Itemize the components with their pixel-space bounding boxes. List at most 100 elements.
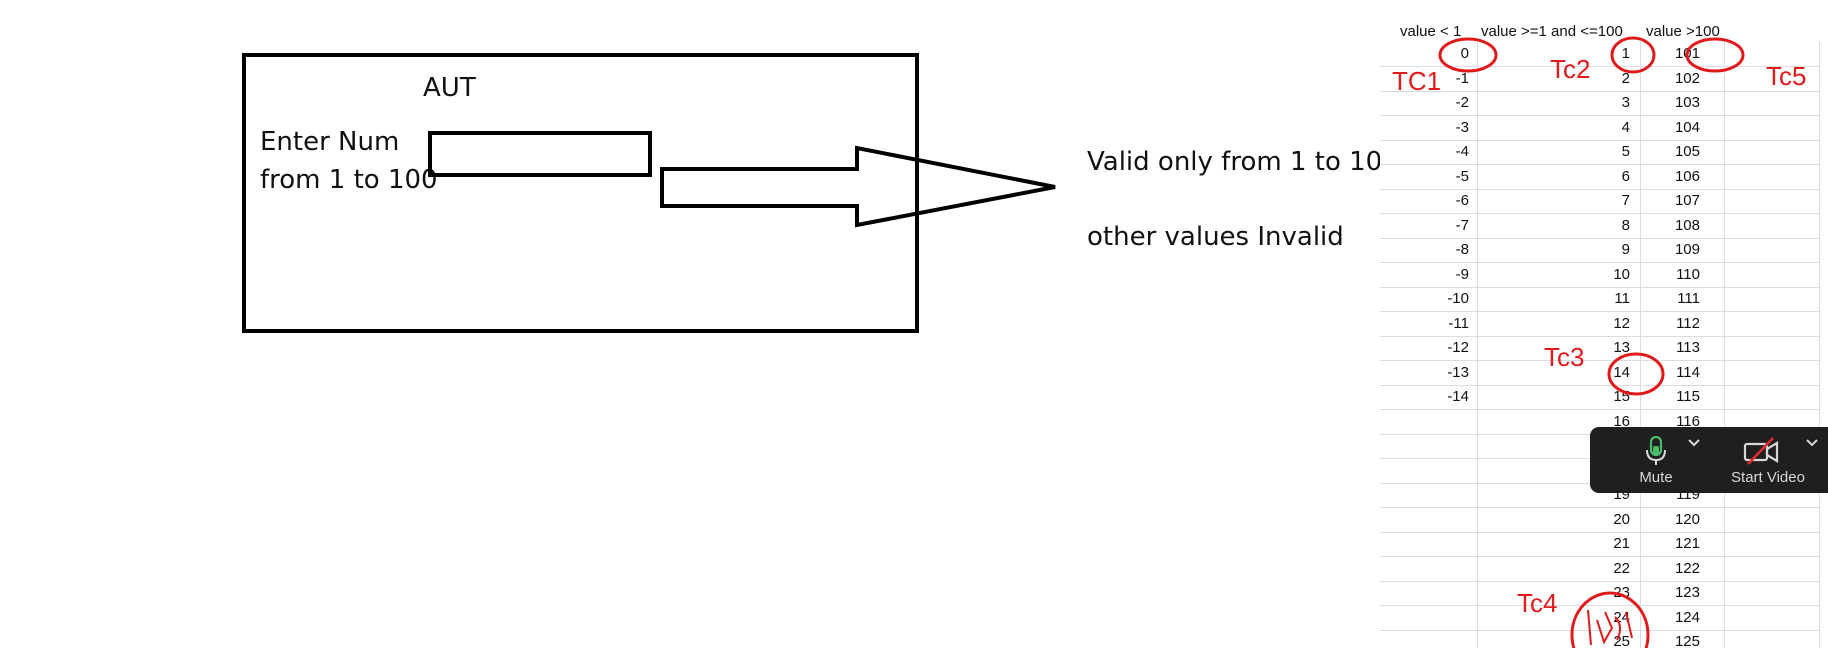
table-cell[interactable]: 21 [1478, 532, 1641, 556]
table-cell[interactable]: 24 [1478, 605, 1641, 630]
mute-button[interactable]: Mute [1612, 427, 1700, 493]
table-cell-empty[interactable] [1725, 91, 1820, 115]
table-cell[interactable]: 13 [1478, 336, 1641, 360]
table-cell[interactable]: 3 [1478, 91, 1641, 115]
table-cell[interactable]: -14 [1380, 385, 1478, 409]
table-cell[interactable]: 5 [1478, 140, 1641, 164]
table-cell[interactable]: 2 [1478, 66, 1641, 91]
tc1-label: TC1 [1392, 66, 1442, 96]
table-cell[interactable]: -8 [1380, 238, 1478, 262]
table-cell[interactable] [1380, 581, 1478, 605]
table-cell[interactable]: 7 [1478, 189, 1641, 213]
table-cell-empty[interactable] [1725, 66, 1820, 91]
table-cell[interactable]: -9 [1380, 262, 1478, 287]
table-cell[interactable]: 23 [1478, 581, 1641, 605]
table-cell-empty[interactable] [1725, 360, 1820, 385]
table-cell-empty[interactable] [1725, 532, 1820, 556]
table-cell[interactable]: 9 [1478, 238, 1641, 262]
mute-options-chevron-icon[interactable] [1686, 437, 1702, 449]
table-cell[interactable]: 106 [1641, 164, 1725, 189]
table-cell[interactable]: 121 [1641, 532, 1725, 556]
table-cell[interactable]: 6 [1478, 164, 1641, 189]
table-cell[interactable]: 112 [1641, 311, 1725, 336]
table-cell-empty[interactable] [1725, 238, 1820, 262]
table-cell-empty[interactable] [1725, 605, 1820, 630]
table-cell[interactable]: -3 [1380, 115, 1478, 140]
table-cell[interactable]: 123 [1641, 581, 1725, 605]
table-cell[interactable] [1380, 630, 1478, 648]
table-cell[interactable]: 111 [1641, 287, 1725, 311]
video-options-chevron-icon[interactable] [1804, 437, 1820, 449]
table-cell-empty[interactable] [1725, 140, 1820, 164]
table-cell[interactable]: 122 [1641, 556, 1725, 581]
table-cell[interactable]: -4 [1380, 140, 1478, 164]
table-cell[interactable] [1380, 409, 1478, 434]
table-cell[interactable]: 15 [1478, 385, 1641, 409]
table-cell[interactable]: 103 [1641, 91, 1725, 115]
table-cell[interactable]: 110 [1641, 262, 1725, 287]
table-cell[interactable]: 8 [1478, 213, 1641, 238]
table-cell-empty[interactable] [1725, 507, 1820, 532]
table-cell-empty[interactable] [1725, 213, 1820, 238]
table-cell-empty[interactable] [1725, 42, 1820, 66]
table-cell[interactable]: -10 [1380, 287, 1478, 311]
table-cell[interactable]: 113 [1641, 336, 1725, 360]
table-cell[interactable]: -6 [1380, 189, 1478, 213]
table-cell[interactable]: 102 [1641, 66, 1725, 91]
table-cell[interactable] [1380, 556, 1478, 581]
table-cell[interactable]: -1 [1380, 66, 1478, 91]
table-cell[interactable]: 124 [1641, 605, 1725, 630]
table-cell[interactable]: 107 [1641, 189, 1725, 213]
table-cell[interactable] [1380, 532, 1478, 556]
table-cell[interactable]: 11 [1478, 287, 1641, 311]
table-cell[interactable]: -7 [1380, 213, 1478, 238]
table-cell-empty[interactable] [1725, 385, 1820, 409]
table-cell[interactable]: -12 [1380, 336, 1478, 360]
table-cell[interactable]: 4 [1478, 115, 1641, 140]
table-cell[interactable]: 105 [1641, 140, 1725, 164]
table-cell-empty[interactable] [1725, 262, 1820, 287]
table-cell[interactable]: 125 [1641, 630, 1725, 648]
table-cell[interactable] [1380, 605, 1478, 630]
table-cell-empty[interactable] [1725, 115, 1820, 140]
table-cell[interactable]: 115 [1641, 385, 1725, 409]
table-cell[interactable]: 0 [1380, 42, 1478, 66]
table-cell-empty[interactable] [1725, 556, 1820, 581]
table-cell[interactable]: 22 [1478, 556, 1641, 581]
table-cell[interactable]: 114 [1641, 360, 1725, 385]
start-video-button[interactable]: Start Video [1712, 427, 1824, 493]
table-cell[interactable] [1380, 458, 1478, 483]
table-cell[interactable]: 12 [1478, 311, 1641, 336]
table-cell[interactable] [1380, 483, 1478, 507]
table-cell[interactable]: 16 [1478, 409, 1641, 434]
table-cell[interactable] [1380, 507, 1478, 532]
table-cell[interactable]: -13 [1380, 360, 1478, 385]
table-cell[interactable]: 101 [1641, 42, 1725, 66]
table-cell-empty[interactable] [1725, 483, 1820, 507]
table-cell[interactable]: -11 [1380, 311, 1478, 336]
table-cell-empty[interactable] [1725, 189, 1820, 213]
table-cell[interactable]: 109 [1641, 238, 1725, 262]
table-cell[interactable]: 10 [1478, 262, 1641, 287]
table-cell[interactable]: -5 [1380, 164, 1478, 189]
table-cell[interactable]: 104 [1641, 115, 1725, 140]
table-cell-empty[interactable] [1725, 581, 1820, 605]
table-cell-empty[interactable] [1725, 311, 1820, 336]
column-header: value >100 [1646, 23, 1720, 40]
table-cell[interactable] [1380, 434, 1478, 458]
table-cell-empty[interactable] [1725, 287, 1820, 311]
table-cell-empty[interactable] [1725, 409, 1820, 434]
table-cell[interactable]: 108 [1641, 213, 1725, 238]
table-cell-empty[interactable] [1725, 336, 1820, 360]
table-cell[interactable]: 120 [1641, 507, 1725, 532]
microphone-icon [1646, 435, 1666, 465]
table-cell[interactable]: 25 [1478, 630, 1641, 648]
table-cell-empty[interactable] [1725, 164, 1820, 189]
table-cell[interactable]: -2 [1380, 91, 1478, 115]
table-cell[interactable]: 20 [1478, 507, 1641, 532]
table-cell-empty[interactable] [1725, 630, 1820, 648]
table-cell[interactable]: 116 [1641, 409, 1725, 434]
